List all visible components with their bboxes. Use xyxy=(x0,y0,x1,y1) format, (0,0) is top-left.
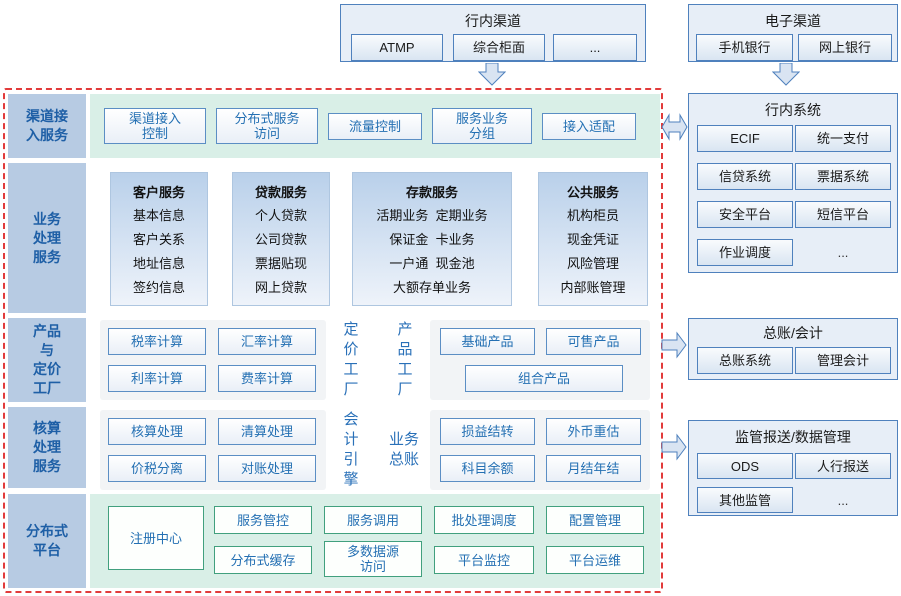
product-factory-label: 产 品 工 厂 xyxy=(397,321,413,398)
down-arrow-icon xyxy=(771,62,801,91)
accounting-item: 科目余额 xyxy=(440,455,535,482)
platform-item: 配置管理 xyxy=(546,506,644,534)
down-arrow-icon xyxy=(477,62,507,91)
platform-item: 服务调用 xyxy=(324,506,422,534)
pricing-item: 税率计算 xyxy=(108,328,206,355)
accounting-item: 月结年结 xyxy=(546,455,641,482)
sidebar-label-platform: 分布式 平台 xyxy=(8,494,86,588)
business-item: 活期业务 定期业务 xyxy=(376,208,488,223)
product-item: 可售产品 xyxy=(546,328,641,355)
internal-system-item: 票据系统 xyxy=(795,163,891,190)
business-column-deposit: 存款服务 活期业务 定期业务 保证金 卡业务 一户通 现金池 大额存单业务 xyxy=(352,172,512,306)
channel-access-item: 流量控制 xyxy=(328,113,422,140)
internal-system-item: 信贷系统 xyxy=(697,163,793,190)
sidebar-label-business: 业务 处理 服务 xyxy=(8,163,86,313)
channel-access-item: 接入适配 xyxy=(542,113,636,140)
ledger-item: 管理会计 xyxy=(795,347,891,374)
business-column-public: 公共服务 机构柜员 现金凭证 风险管理 内部账管理 xyxy=(538,172,648,306)
platform-registry-box: 注册中心 xyxy=(108,506,204,570)
business-item: 现金凭证 xyxy=(566,232,619,247)
internal-channels-title: 行内渠道 xyxy=(465,13,521,29)
pricing-item: 利率计算 xyxy=(108,365,206,392)
platform-item: 服务管控 xyxy=(214,506,312,534)
business-item: 基本信息 xyxy=(132,208,185,223)
business-column-title: 贷款服务 xyxy=(254,185,307,200)
right-arrow-icon xyxy=(661,433,687,466)
internal-systems-panel: 行内系统 ECIF 统一支付 信贷系统 票据系统 安全平台 短信平台 作业调度 … xyxy=(688,93,898,273)
product-item: 基础产品 xyxy=(440,328,535,355)
internal-system-item: 作业调度 xyxy=(697,239,793,266)
ledger-panel: 总账/会计 总账系统 管理会计 xyxy=(688,318,898,380)
sidebar-label-pricing: 产品 与 定价 工厂 xyxy=(8,318,86,402)
accounting-item: 清算处理 xyxy=(218,418,316,445)
business-column-customer: 客户服务 基本信息 客户关系 地址信息 签约信息 xyxy=(110,172,208,306)
business-item: 公司贷款 xyxy=(254,232,307,247)
internal-channels-panel: 行内渠道 ATMP 综合柜面 ... xyxy=(340,4,646,62)
accounting-item: 损益结转 xyxy=(440,418,535,445)
business-item: 地址信息 xyxy=(132,256,185,271)
regulatory-item: 其他监管 xyxy=(697,487,793,513)
business-column-title: 存款服务 xyxy=(405,185,458,200)
business-item: 内部账管理 xyxy=(560,280,626,295)
electronic-channels-title: 电子渠道 xyxy=(765,13,821,29)
accounting-engine-label: 会 计 引 擎 xyxy=(343,411,359,488)
business-ledger-label: 业务 总账 xyxy=(388,431,419,468)
business-item: 风险管理 xyxy=(566,256,619,271)
channel-item-atmp: ATMP xyxy=(351,34,443,61)
channel-access-item: 分布式服务 访问 xyxy=(216,108,318,144)
sidebar-label-accounting: 核算 处理 服务 xyxy=(8,407,86,488)
accounting-item: 外币重估 xyxy=(546,418,641,445)
channel-item-more: ... xyxy=(553,34,637,61)
internal-system-item: 统一支付 xyxy=(795,125,891,152)
business-item: 客户关系 xyxy=(132,232,185,247)
ledger-item: 总账系统 xyxy=(697,347,793,374)
internal-system-item: ECIF xyxy=(697,125,793,152)
pricing-item: 汇率计算 xyxy=(218,328,316,355)
channel-item-counter: 综合柜面 xyxy=(453,34,545,61)
internal-systems-title: 行内系统 xyxy=(765,102,821,118)
regulatory-item: 人行报送 xyxy=(795,453,891,479)
internal-system-item: 短信平台 xyxy=(795,201,891,228)
electronic-channels-panel: 电子渠道 手机银行 网上银行 xyxy=(688,4,898,62)
regulatory-title: 监管报送/数据管理 xyxy=(735,429,851,445)
business-item: 网上贷款 xyxy=(254,280,307,295)
business-column-loan: 贷款服务 个人贷款 公司贷款 票据贴现 网上贷款 xyxy=(232,172,330,306)
channel-access-item: 服务业务 分组 xyxy=(432,108,532,144)
business-item: 保证金 卡业务 xyxy=(389,232,475,247)
platform-item: 平台监控 xyxy=(434,546,534,574)
business-column-title: 公共服务 xyxy=(566,185,619,200)
right-arrow-icon xyxy=(661,331,687,364)
business-item: 签约信息 xyxy=(132,280,185,295)
business-item: 票据贴现 xyxy=(254,256,307,271)
regulatory-item-more: ... xyxy=(837,492,849,508)
channel-item-mobile-bank: 手机银行 xyxy=(696,34,793,61)
sidebar-label-channel-access: 渠道接 入服务 xyxy=(8,94,86,158)
pricing-factory-label: 定 价 工 厂 xyxy=(343,321,359,398)
business-item: 一户通 现金池 xyxy=(389,256,475,271)
product-item-combo: 组合产品 xyxy=(465,365,623,392)
regulatory-item: ODS xyxy=(697,453,793,479)
business-column-title: 客户服务 xyxy=(132,185,185,200)
double-arrow-icon xyxy=(661,112,688,147)
internal-system-item-more: ... xyxy=(837,245,849,260)
pricing-item: 费率计算 xyxy=(218,365,316,392)
accounting-item: 对账处理 xyxy=(218,455,316,482)
regulatory-panel: 监管报送/数据管理 ODS 人行报送 其他监管 ... xyxy=(688,420,898,516)
business-item: 机构柜员 xyxy=(566,208,619,223)
channel-access-item: 渠道接入 控制 xyxy=(104,108,206,144)
platform-item: 平台运维 xyxy=(546,546,644,574)
ledger-title: 总账/会计 xyxy=(763,325,823,341)
platform-item: 批处理调度 xyxy=(434,506,534,534)
platform-item: 多数据源 访问 xyxy=(324,541,422,577)
internal-system-item: 安全平台 xyxy=(697,201,793,228)
business-item: 大额存单业务 xyxy=(392,280,471,295)
accounting-item: 核算处理 xyxy=(108,418,206,445)
platform-item: 分布式缓存 xyxy=(214,546,312,574)
accounting-item: 价税分离 xyxy=(108,455,206,482)
business-item: 个人贷款 xyxy=(254,208,307,223)
channel-item-online-bank: 网上银行 xyxy=(798,34,892,61)
